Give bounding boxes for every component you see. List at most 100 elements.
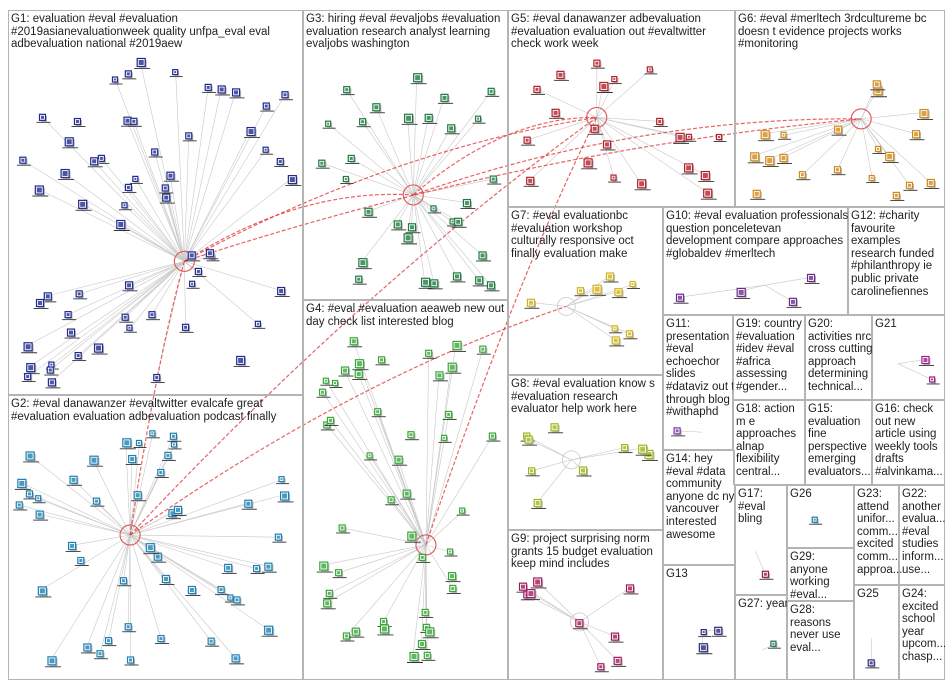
node-fill — [442, 95, 447, 100]
node-fill — [437, 373, 442, 378]
edge — [51, 261, 185, 366]
node-fill — [155, 554, 160, 559]
node-fill — [813, 518, 816, 521]
node-fill — [921, 111, 927, 117]
node-fill — [490, 434, 494, 438]
edge — [86, 534, 131, 648]
node-fill — [282, 493, 288, 499]
edge — [128, 187, 185, 262]
node-fill — [21, 158, 25, 162]
node-fill — [126, 625, 130, 629]
node-fill — [410, 225, 415, 230]
edge — [175, 72, 185, 262]
inter-group-edge — [184, 118, 862, 262]
node-fill — [173, 443, 176, 446]
node-fill — [166, 453, 170, 457]
node-fill — [113, 78, 116, 81]
group-box-g11 — [663, 315, 733, 450]
node-fill — [528, 300, 533, 305]
group-box-g24 — [899, 585, 945, 680]
edge — [129, 494, 284, 536]
node-fill — [170, 511, 175, 516]
edge — [184, 178, 292, 262]
node-fill — [382, 619, 386, 623]
node-fill — [344, 177, 347, 180]
edge — [328, 123, 414, 196]
edge — [129, 433, 154, 536]
group-box-g27 — [735, 595, 787, 680]
node-fill — [480, 253, 485, 258]
node-fill — [238, 357, 244, 363]
edge — [407, 117, 414, 195]
node-fill — [50, 363, 53, 366]
edge — [596, 117, 607, 145]
edge — [129, 534, 228, 568]
node-fill — [687, 135, 690, 138]
edge — [38, 188, 185, 262]
node-fill — [27, 453, 33, 459]
node-fill — [526, 437, 531, 442]
node-fill — [106, 639, 110, 643]
edge — [361, 194, 414, 262]
node-fill — [276, 535, 280, 539]
edge — [412, 194, 435, 283]
node-fill — [85, 645, 90, 650]
edge — [129, 261, 185, 329]
node-fill — [125, 118, 130, 123]
edge — [184, 150, 267, 262]
node-fill — [455, 274, 460, 279]
node-fill — [77, 292, 81, 296]
node-fill — [283, 93, 287, 97]
group-box-g5 — [508, 10, 735, 207]
group-box-g4 — [303, 300, 508, 680]
edge — [329, 544, 427, 594]
node-fill — [27, 492, 31, 496]
node-fill — [477, 278, 482, 283]
group-box-g17 — [735, 485, 787, 595]
group-box-g23 — [854, 485, 899, 585]
node-fill — [340, 526, 344, 530]
edge — [129, 534, 212, 642]
node-fill — [481, 347, 485, 351]
edge — [413, 118, 479, 196]
edge — [129, 443, 140, 536]
edge — [412, 544, 427, 656]
node-fill — [809, 275, 814, 280]
node-fill — [159, 637, 163, 641]
node-fill — [246, 501, 251, 506]
node-fill — [415, 75, 421, 81]
node-fill — [80, 201, 86, 207]
node-fill — [767, 158, 773, 164]
node-fill — [168, 173, 173, 178]
node-fill — [209, 639, 213, 643]
edge — [41, 534, 131, 591]
node-fill — [123, 204, 126, 207]
node-fill — [677, 295, 682, 300]
edge — [579, 587, 630, 623]
node-fill — [396, 457, 401, 462]
node-fill — [66, 139, 72, 145]
edge — [527, 117, 597, 141]
edge — [51, 261, 185, 383]
node-fill — [219, 588, 223, 592]
node-fill — [226, 565, 231, 570]
node-fill — [321, 563, 327, 569]
edge — [79, 261, 185, 295]
edge — [413, 194, 457, 277]
node-fill — [627, 332, 631, 336]
group-box-g14 — [663, 450, 735, 565]
node-fill — [677, 134, 683, 140]
node-fill — [772, 642, 775, 645]
node-fill — [451, 586, 455, 590]
node-fill — [404, 491, 409, 496]
node-fill — [36, 187, 42, 193]
node-fill — [762, 132, 768, 138]
node-fill — [613, 78, 616, 81]
node-fill — [289, 177, 295, 183]
node-fill — [782, 133, 785, 136]
node-fill — [405, 235, 411, 241]
node-fill — [426, 115, 431, 120]
group-box-g16 — [872, 400, 945, 485]
node-fill — [835, 168, 839, 172]
edge — [413, 194, 467, 203]
